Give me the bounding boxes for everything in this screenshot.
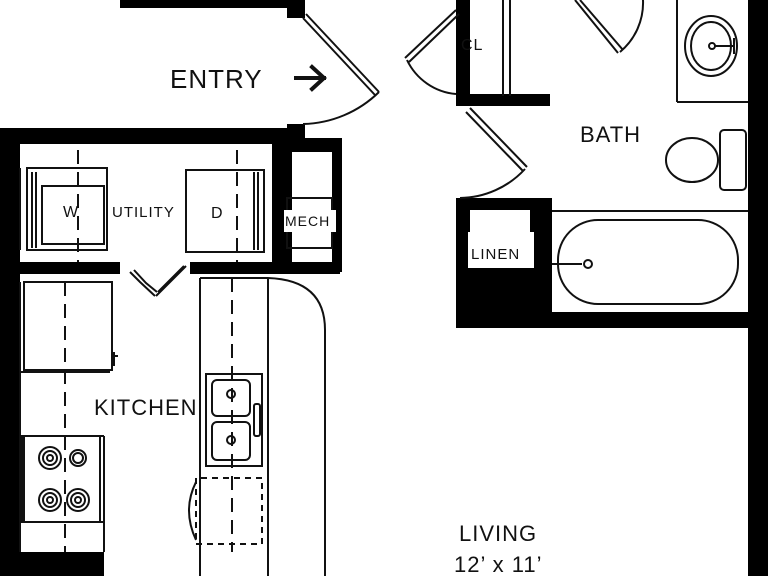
wall-right-outer [748,0,768,576]
label-utility: UTILITY [112,204,175,221]
label-living-size: 12’ x 11’ [454,552,543,576]
linen-label-box: LINEN [468,232,534,268]
dishwasher [188,477,263,545]
wall-mech-top [272,138,340,152]
washer [26,167,108,251]
wall-entry-jamb-bottom [287,124,305,138]
wall-linen-inner-right [530,200,550,280]
label-entry: ENTRY [170,64,263,94]
bath-sink [684,15,738,77]
bath-vanity-door [574,0,645,54]
kitchen-island [199,277,326,576]
entry-door [302,13,380,125]
label-washer: W [63,204,79,221]
wall-top-left [120,0,290,8]
bathtub [552,219,739,305]
arrow-right-icon [294,64,327,92]
wall-bath-top-right [466,96,550,104]
label-kitchen: KITCHEN [94,395,198,420]
refrigerator [23,281,118,371]
wall-bath-bottom [456,312,768,328]
label-dryer: D [211,205,224,222]
label-mech: MECH [285,213,330,229]
dryer [185,169,265,253]
wall-closet-jamb-top [456,0,470,10]
label-living: LIVING [459,521,537,546]
wall-entry-jamb-left [287,0,305,18]
doors [129,0,645,297]
wall-closet-left [456,0,470,106]
wall-utility-bottom-right [190,262,340,274]
wall-linen-top [456,198,550,210]
wall-utility-right [272,138,292,272]
closet-door [404,9,460,95]
label-linen: LINEN [471,246,520,263]
partitions [19,0,748,552]
bath-door [459,107,528,199]
utility-bifold-door [129,265,187,297]
wall-mech-right [332,138,342,272]
toilet [665,129,747,191]
kitchen-sink [205,373,263,467]
wall-utility-top [0,128,290,144]
wall-left-outer [0,128,20,576]
kitchen-label-box: KITCHEN [90,395,198,421]
range-stove [19,435,101,523]
wall-kitchen-bottom-left [0,552,104,576]
label-closet: CL [461,37,483,54]
label-bath: BATH [580,122,641,147]
mech-label-box: MECH [284,210,336,232]
wall-utility-bottom-left [0,262,120,274]
